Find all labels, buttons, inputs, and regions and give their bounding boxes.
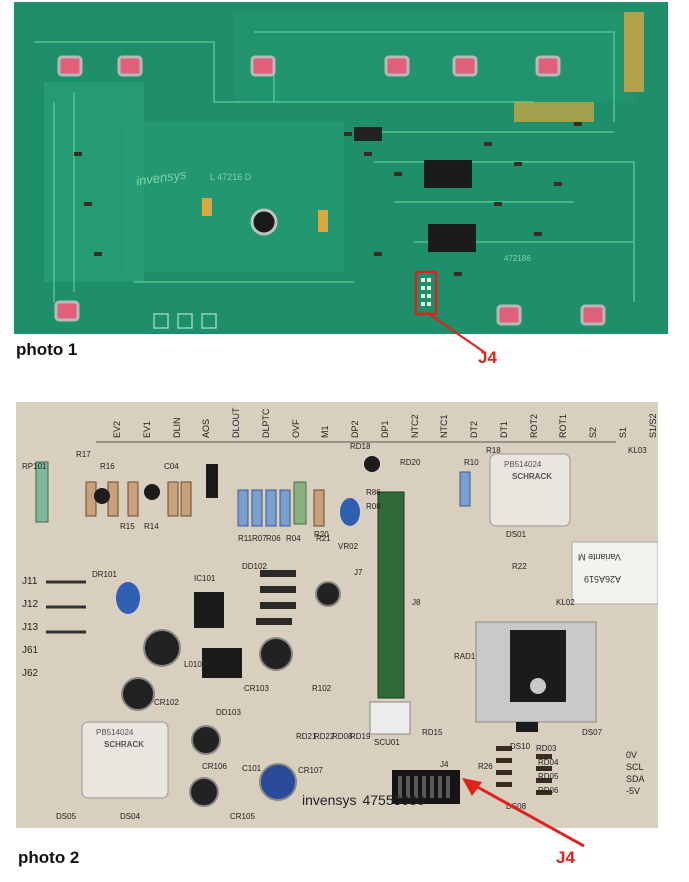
j4-callout-label-2: J4 — [556, 848, 575, 867]
left-jumper-labels: J11 J12 J13 J61 J62 — [22, 576, 38, 679]
connector-label: M1 — [320, 425, 331, 438]
relay-brand-top: SCHRACK — [512, 472, 552, 481]
green-board-code: L 47216 D — [210, 172, 252, 182]
photo-1-caption: photo 1 — [16, 340, 78, 359]
photo-2-caption: photo 2 — [18, 848, 80, 867]
sticker-line-2: A26A519 — [584, 574, 622, 584]
beige-pcb-image — [16, 402, 658, 828]
connector-label: EV2 — [112, 420, 122, 438]
connector-label: EV1 — [141, 420, 152, 438]
connector-label: S1 — [618, 426, 629, 438]
connector-label: DLIN — [171, 417, 182, 438]
green-pcb-image — [14, 2, 668, 334]
connector-label: DLPTC — [260, 408, 271, 438]
photo-1-green-pcb: invensys L 47216 D 472186 — [14, 2, 668, 334]
relay-brand-bottom: SCHRACK — [104, 740, 144, 749]
jumper-label: J13 — [22, 622, 39, 633]
photo-2-beige-pcb: EV2 EV1 DLIN AOS DLOUT DLPTC OVF M1 DP2 … — [16, 402, 658, 828]
jumper-label: J62 — [22, 668, 39, 679]
signal-label: SDA — [626, 774, 645, 784]
jumper-label: J11 — [22, 576, 38, 587]
connector-label: AOS — [201, 418, 212, 438]
signal-label: 0V — [626, 750, 638, 760]
connector-label: OVF — [290, 419, 301, 438]
top-connector-labels: EV2 EV1 DLIN AOS DLOUT DLPTC OVF M1 DP2 … — [112, 404, 658, 438]
signal-label: SCL — [626, 762, 644, 772]
jumper-label: J12 — [22, 599, 39, 610]
board-brand: invensys — [302, 792, 357, 808]
relay-code-bottom: PB514024 — [96, 728, 134, 737]
board-part-number: 47555080 — [362, 792, 425, 808]
relay-code-top: PB514024 — [504, 460, 542, 469]
right-signal-labels: 0V SCL SDA -5V — [626, 750, 645, 796]
green-board-ref: 472186 — [504, 254, 531, 263]
signal-label: -5V — [626, 786, 641, 796]
connector-label: DLOUT — [231, 407, 242, 438]
j4-highlight-box — [414, 270, 438, 316]
jumper-label: J61 — [22, 645, 39, 656]
connector-label: ROT1 — [558, 413, 569, 438]
connector-label: ROT2 — [528, 413, 539, 438]
connector-label: DT1 — [498, 420, 509, 438]
connector-label: DP2 — [350, 420, 361, 438]
j4-callout-line-1 — [425, 311, 485, 353]
connector-label: DP1 — [379, 420, 390, 438]
connector-label: S2 — [588, 426, 599, 438]
connector-label: DT2 — [469, 420, 480, 438]
j4-callout-label-1: J4 — [478, 348, 497, 367]
j4-callout-arrow-2 — [462, 778, 585, 848]
sticker-line-1: Variante M — [578, 552, 621, 562]
connector-label: NTC1 — [439, 414, 450, 438]
connector-label: S1/S2 — [647, 413, 658, 438]
connector-label: NTC2 — [409, 414, 420, 438]
board-branding: invensys 47555080 — [302, 792, 425, 808]
